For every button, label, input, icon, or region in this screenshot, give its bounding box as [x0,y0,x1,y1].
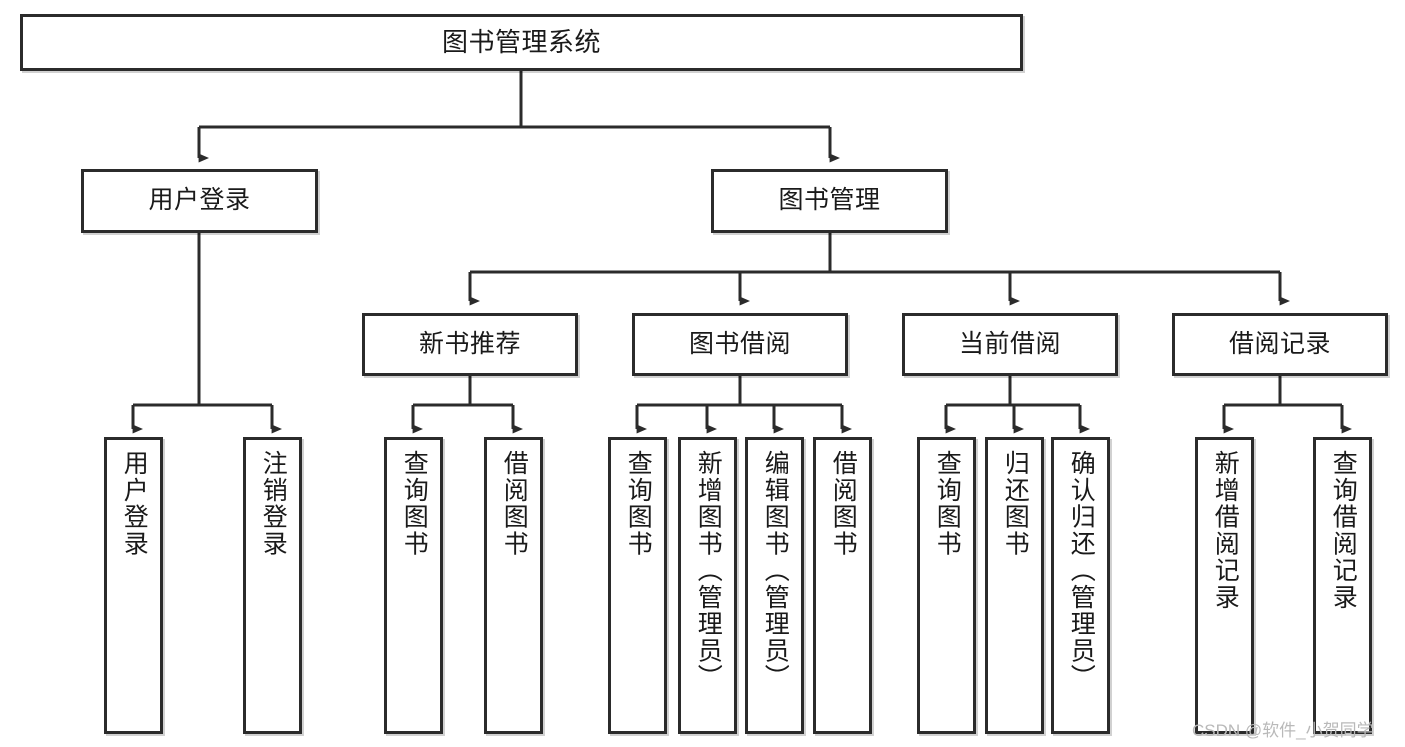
node-leaf-query-book-2[interactable]: 查询图书 [608,437,667,734]
watermark-text: CSDN @软件_小贺同学 [1192,721,1374,740]
node-leaf-confirm-return-label: 确认归还（管理员） [1067,450,1096,691]
node-leaf-user-logout[interactable]: 注销登录 [243,437,302,734]
node-leaf-edit-book[interactable]: 编辑图书（管理员） [745,437,804,734]
node-leaf-borrow-book-2-label: 借阅图书 [829,450,858,557]
node-leaf-add-record[interactable]: 新增借阅记录 [1195,437,1254,734]
node-leaf-return-book[interactable]: 归还图书 [985,437,1044,734]
node-leaf-query-book-3-label: 查询图书 [933,450,962,557]
node-current-borrow-label: 当前借阅 [958,329,1061,358]
node-leaf-borrow-book-2[interactable]: 借阅图书 [813,437,872,734]
node-borrow-record-label: 借阅记录 [1228,329,1331,358]
node-leaf-user-login[interactable]: 用户登录 [104,437,163,734]
node-leaf-query-record-label: 查询借阅记录 [1329,450,1358,611]
node-leaf-query-record[interactable]: 查询借阅记录 [1313,437,1372,734]
node-current-borrow[interactable]: 当前借阅 [902,313,1118,376]
node-leaf-add-book-label: 新增图书（管理员） [694,450,723,691]
node-leaf-query-book-1-label: 查询图书 [400,450,429,557]
node-new-book-recommend-label: 新书推荐 [418,329,521,358]
node-leaf-add-record-label: 新增借阅记录 [1211,450,1240,611]
node-leaf-query-book-2-label: 查询图书 [624,450,653,557]
node-root[interactable]: 图书管理系统 [20,14,1023,71]
node-leaf-user-logout-label: 注销登录 [259,450,288,557]
node-book-manage-label: 图书管理 [778,186,881,215]
node-root-label: 图书管理系统 [441,27,602,58]
node-new-book-recommend[interactable]: 新书推荐 [362,313,578,376]
node-book-manage[interactable]: 图书管理 [711,169,948,233]
node-leaf-borrow-book-1-label: 借阅图书 [500,450,529,557]
node-user-login[interactable]: 用户登录 [81,169,318,233]
node-leaf-add-book[interactable]: 新增图书（管理员） [678,437,737,734]
node-leaf-confirm-return[interactable]: 确认归还（管理员） [1051,437,1110,734]
node-leaf-query-book-1[interactable]: 查询图书 [384,437,443,734]
node-book-borrow-label: 图书借阅 [688,329,791,358]
node-leaf-return-book-label: 归还图书 [1001,450,1030,557]
node-leaf-query-book-3[interactable]: 查询图书 [917,437,976,734]
node-leaf-edit-book-label: 编辑图书（管理员） [761,450,790,691]
node-user-login-label: 用户登录 [148,186,251,215]
node-leaf-borrow-book-1[interactable]: 借阅图书 [484,437,543,734]
node-book-borrow[interactable]: 图书借阅 [632,313,848,376]
node-borrow-record[interactable]: 借阅记录 [1172,313,1388,376]
node-leaf-user-login-label: 用户登录 [120,450,149,557]
